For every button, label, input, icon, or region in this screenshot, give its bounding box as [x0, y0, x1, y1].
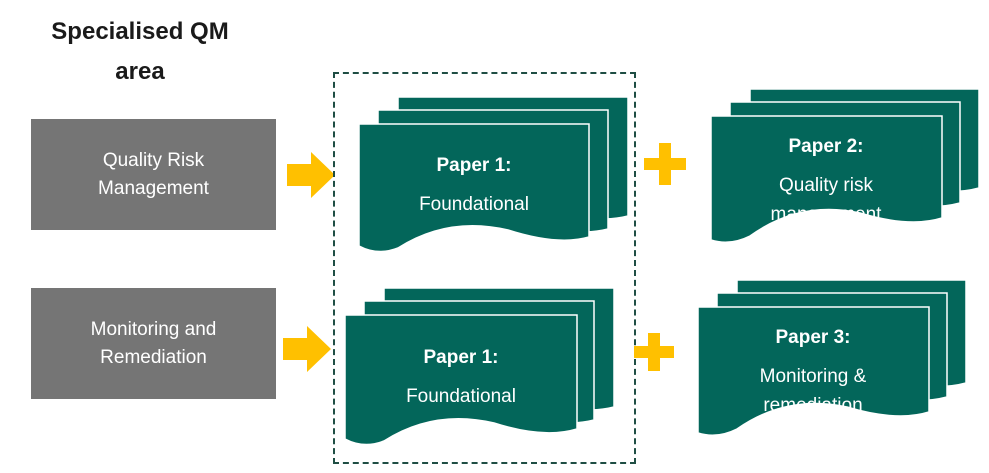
- title-line-2: area: [115, 58, 165, 85]
- paper-subtitle: Foundational: [406, 386, 516, 407]
- paper-title: Paper 3:: [775, 327, 851, 348]
- plus-icon: [644, 143, 686, 185]
- area-box-quality-risk: Quality Risk Management: [31, 119, 276, 230]
- paper-stack-paper-3: Paper 3: Monitoring & remediation: [697, 279, 968, 441]
- paper-subtitle: Foundational: [419, 194, 529, 215]
- paper-stack-paper-1-bottom: Paper 1: Foundational: [344, 287, 616, 447]
- paper-subtitle-line-2: remediation: [763, 395, 863, 416]
- paper-title: Paper 1:: [423, 347, 499, 368]
- area-label-line-2: Management: [98, 177, 209, 199]
- document-stack-icon: [344, 287, 615, 446]
- diagram-title: Specialised QM area: [20, 12, 260, 92]
- area-box-monitoring: Monitoring and Remediation: [31, 288, 276, 399]
- paper-stack-paper-1-top: Paper 1: Foundational: [358, 96, 630, 254]
- foundational-group-frame: [333, 72, 636, 464]
- title-line-1: Specialised QM: [51, 18, 229, 45]
- paper-subtitle-line-1: Quality risk: [779, 175, 873, 196]
- document-stack-icon: [358, 96, 629, 253]
- document-stack-icon: [710, 88, 980, 243]
- arrow-right-icon: [287, 152, 335, 198]
- plus-icon: [634, 333, 674, 371]
- paper-title: Paper 2:: [788, 136, 864, 157]
- arrow-right-icon: [283, 326, 331, 372]
- document-stack-icon: [697, 279, 967, 436]
- paper-title: Paper 1:: [436, 155, 512, 176]
- area-label-line-2: Remediation: [100, 346, 207, 368]
- paper-subtitle-line-1: Monitoring &: [759, 366, 867, 387]
- area-label-line-1: Monitoring and: [90, 318, 217, 340]
- paper-stack-paper-2: Paper 2: Quality risk management: [710, 88, 981, 248]
- area-label-line-1: Quality Risk: [102, 149, 205, 171]
- paper-subtitle-line-2: management: [770, 204, 882, 225]
